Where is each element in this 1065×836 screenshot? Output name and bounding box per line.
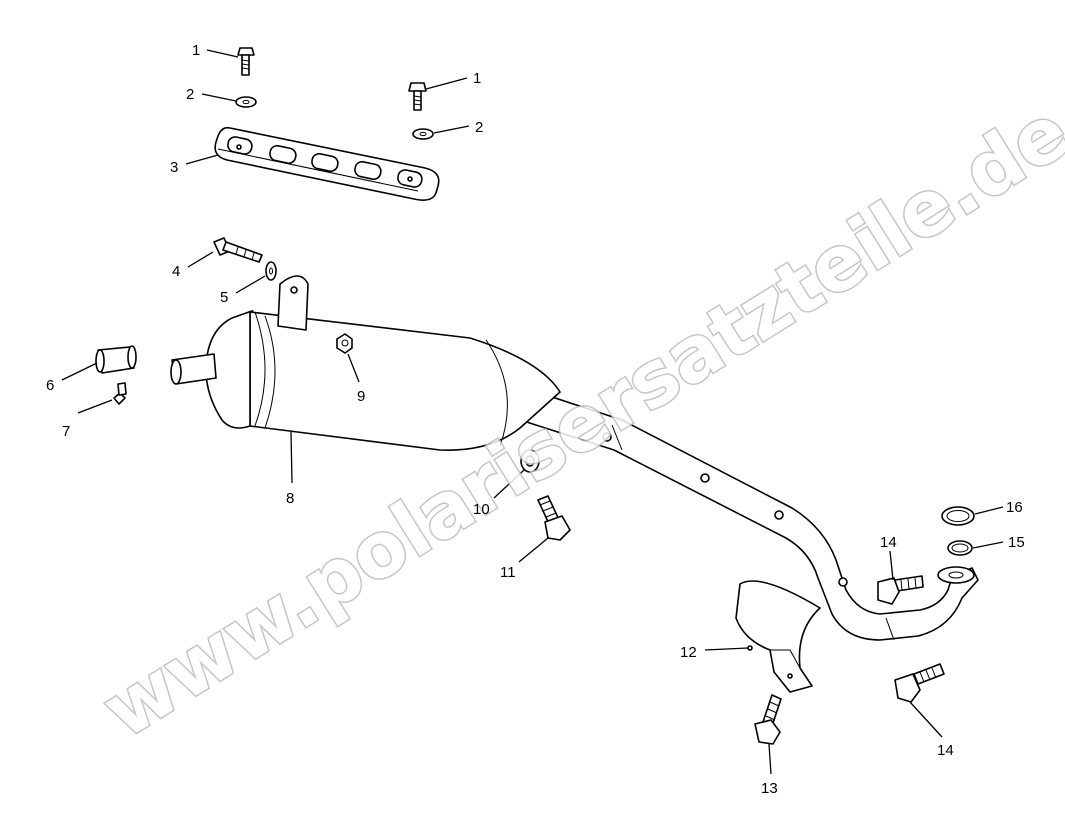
bolt-1-right	[408, 82, 427, 111]
washer-10	[520, 449, 540, 473]
bolt-11	[537, 495, 571, 541]
screw-7	[113, 382, 127, 405]
callout-9: 9	[357, 388, 365, 405]
washer-5	[265, 261, 277, 281]
callout-12: 12	[680, 644, 697, 661]
callout-labels: 1 1 2 2 3 4 5 6 7 8 9 10 11 12 13 14 14 …	[46, 42, 1025, 797]
muffler-8	[170, 275, 561, 451]
callout-16: 16	[1006, 499, 1023, 516]
callout-11: 11	[500, 564, 516, 581]
bolt-1-left	[237, 47, 255, 76]
heat-shield-12	[735, 580, 821, 693]
callout-10: 10	[473, 501, 490, 518]
mounting-bracket-3	[214, 126, 440, 201]
callout-15: 15	[1008, 534, 1025, 551]
bolt-13	[754, 694, 782, 745]
callout-5: 5	[220, 289, 228, 306]
bolt-14-lower	[894, 663, 945, 703]
callout-14-upper: 14	[880, 534, 897, 551]
washer-2-right	[412, 128, 434, 140]
gasket-ring-16	[941, 506, 975, 526]
callout-6: 6	[46, 377, 54, 394]
callout-2-left: 2	[186, 86, 194, 103]
nut-9	[336, 333, 353, 354]
callout-1-left: 1	[192, 42, 200, 59]
gasket-ring-15	[947, 540, 973, 556]
washer-2-left	[235, 96, 257, 108]
callout-3: 3	[170, 159, 178, 176]
exhaust-header-pipe	[463, 369, 979, 641]
callout-2-right: 2	[475, 119, 483, 136]
callout-8: 8	[286, 490, 294, 507]
callout-4: 4	[172, 263, 180, 280]
callout-13: 13	[761, 780, 778, 797]
tailpipe-sleeve-6	[95, 345, 137, 374]
leader-lines	[61, 49, 1004, 775]
callout-14-lower: 14	[937, 742, 954, 759]
bolt-14-upper	[877, 575, 924, 605]
callout-1-right: 1	[473, 70, 481, 87]
callout-7: 7	[62, 423, 70, 440]
bolt-4	[213, 237, 263, 263]
